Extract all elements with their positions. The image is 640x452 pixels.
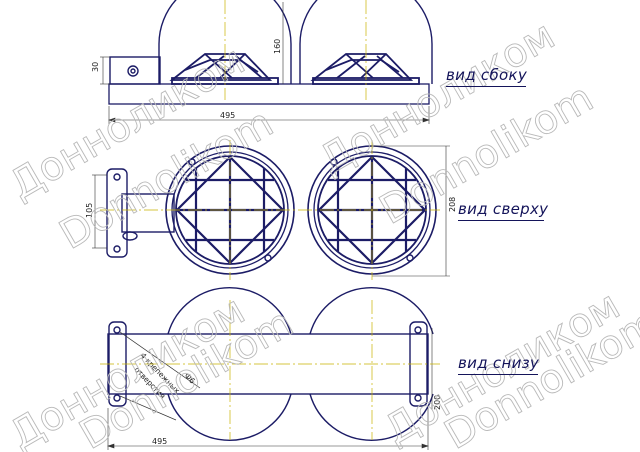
dim-top-total-height: 208	[448, 197, 457, 212]
top-bracket-plate	[106, 168, 128, 258]
dim-bottom-width: 495	[152, 437, 167, 446]
dim-side-box-height: 30	[91, 62, 100, 72]
bottom-view-label: вид снизу	[458, 354, 540, 372]
mounting-hole-3	[414, 326, 422, 334]
centerlines	[100, 0, 440, 440]
bottom-dome-right	[309, 287, 434, 441]
dim-top-bracket-height: 105	[85, 203, 94, 218]
side-view-label: вид сбоку	[446, 66, 528, 84]
side-terminal-bolt	[127, 65, 139, 77]
top-view-label-underline	[458, 220, 544, 221]
side-dome-right	[299, 0, 433, 84]
mounting-hole-4	[414, 394, 422, 402]
side-lamp-guard-right	[310, 53, 420, 85]
mounting-hole-2	[113, 394, 121, 402]
top-dimensions	[92, 145, 450, 277]
top-body	[121, 193, 175, 233]
side-terminal-box	[109, 56, 161, 85]
mounting-hole-1	[113, 326, 121, 334]
top-view-label: вид сверху	[458, 200, 549, 218]
bottom-dome-left	[167, 287, 292, 441]
side-dome-left	[158, 0, 292, 84]
dim-side-width: 495	[220, 111, 235, 120]
dim-bottom-height: 200	[433, 395, 442, 410]
side-terminal-bolt-inner	[130, 68, 136, 74]
bottom-dimensions	[107, 328, 433, 450]
dim-side-dome-height: 160	[273, 39, 282, 54]
bottom-view-label-underline	[458, 374, 538, 375]
side-view-label-underline	[446, 86, 526, 87]
side-dimensions	[100, 2, 430, 124]
